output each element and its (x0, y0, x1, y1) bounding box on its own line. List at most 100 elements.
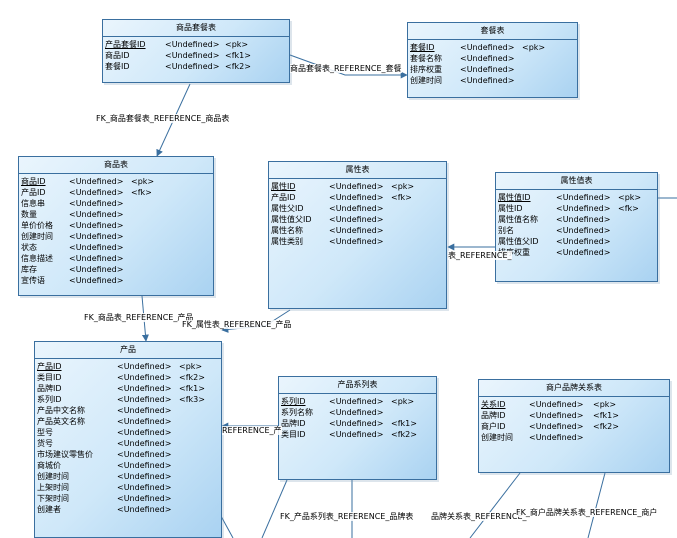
attribute-row[interactable]: 排序权重<Undefined> (498, 247, 657, 258)
attribute-name: 数量 (21, 210, 37, 219)
attribute-name: 产品ID (37, 362, 62, 371)
attribute-name: 产品ID (271, 193, 296, 202)
attribute-name: 货号 (37, 439, 53, 448)
attribute-row[interactable]: 系列名称<Undefined> (281, 407, 436, 418)
entity-title: 商户品牌关系表 (479, 380, 669, 397)
relationship-label[interactable]: FK_商品套餐表_REFERENCE_商品表 (96, 114, 230, 123)
relationship-label[interactable]: REFERENCE_产 (222, 426, 282, 435)
attribute-key (618, 214, 642, 225)
attribute-row[interactable]: 套餐名称<Undefined> (410, 53, 577, 64)
entity-goods[interactable]: 商品表 商品ID<Undefined><pk>产品ID<Undefined><f… (18, 156, 214, 296)
relationship-label[interactable]: FK_商户品牌关系表_REFERENCE_商户 (516, 508, 658, 517)
connector-series-down-left[interactable] (261, 479, 288, 538)
attribute-row[interactable]: 产品中文名称<Undefined> (37, 405, 221, 416)
entity-package[interactable]: 套餐表 套餐ID<Undefined><pk>套餐名称<Undefined>排序… (407, 22, 578, 98)
attribute-key: <pk> (225, 40, 249, 49)
attribute-row[interactable]: 品牌ID<Undefined><fk1> (37, 383, 221, 394)
attribute-key (618, 236, 642, 247)
attribute-row[interactable]: 系列ID<Undefined><pk> (281, 396, 436, 407)
entity-title: 属性表 (269, 162, 446, 179)
attribute-type: <Undefined> (329, 397, 384, 406)
attribute-name: 创建时间 (37, 472, 69, 481)
entity-attribute-value[interactable]: 属性值表 属性值ID<Undefined><pk>属性ID<Undefined>… (495, 172, 658, 282)
relationship-label[interactable]: FK_产品系列表_REFERENCE_品牌表 (280, 512, 414, 521)
attribute-key: <pk> (522, 43, 546, 52)
attribute-row[interactable]: 市场建议零售价<Undefined> (37, 449, 221, 460)
attribute-key: <pk> (593, 400, 617, 409)
attribute-row[interactable]: 库存<Undefined> (21, 264, 213, 275)
entity-product[interactable]: 产品 产品ID<Undefined><pk>类目ID<Undefined><fk… (34, 341, 222, 538)
attribute-type: <Undefined> (329, 215, 384, 224)
connector-merchant-down-left[interactable] (469, 472, 521, 538)
attribute-row[interactable]: 别名<Undefined> (498, 225, 657, 236)
attribute-name: 下架时间 (37, 494, 69, 503)
entity-attribute[interactable]: 属性表 属性ID<Undefined><pk>产品ID<Undefined><f… (268, 161, 447, 309)
attribute-row[interactable]: 创建时间 <Undefined> (37, 471, 221, 482)
attribute-row[interactable]: 商品ID<Undefined><pk> (21, 176, 213, 187)
attribute-row[interactable]: 单价价格<Undefined> (21, 220, 213, 231)
entity-title: 商品套餐表 (103, 20, 289, 37)
attribute-row[interactable]: 属性父ID<Undefined> (271, 203, 446, 214)
attribute-row[interactable]: 类目ID<Undefined><fk2> (37, 372, 221, 383)
attribute-row[interactable]: 属性ID<Undefined><fk> (498, 203, 657, 214)
attribute-row[interactable]: 商城价<Undefined> (37, 460, 221, 471)
relationship-label[interactable]: 表_REFERENCE_ (448, 251, 512, 260)
attribute-row[interactable]: 商户ID<Undefined><fk2> (481, 421, 669, 432)
relationship-label[interactable]: FK_属性表_REFERENCE_产品 (182, 320, 292, 329)
attribute-row[interactable]: 属性值ID<Undefined><pk> (498, 192, 657, 203)
attribute-type: <Undefined> (117, 472, 172, 481)
attribute-row[interactable]: 信息串<Undefined> (21, 198, 213, 209)
attribute-key (179, 504, 203, 515)
connector-merchant-down-right[interactable] (587, 472, 606, 538)
attribute-row[interactable]: 套餐ID<Undefined><fk2> (105, 61, 289, 72)
attribute-name: 信息描述 (21, 254, 53, 263)
attribute-row[interactable]: 系列ID<Undefined><fk3> (37, 394, 221, 405)
attribute-type: <Undefined> (165, 40, 220, 49)
entity-product-package[interactable]: 商品套餐表 产品套餐ID<Undefined><pk>商品ID<Undefine… (102, 19, 290, 83)
attribute-row[interactable]: 品牌ID<Undefined><fk1> (481, 410, 669, 421)
attribute-type: <Undefined> (165, 62, 220, 71)
attribute-key (179, 405, 203, 416)
attribute-row[interactable]: 宣传语<Undefined> (21, 275, 213, 286)
connector-package-to-package[interactable] (289, 54, 408, 79)
attribute-row[interactable]: 属性ID<Undefined><pk> (271, 181, 446, 192)
relationship-label[interactable]: 商品套餐表_REFERENCE_套餐 (290, 64, 402, 73)
attribute-row[interactable]: 属性值名称<Undefined> (498, 214, 657, 225)
attribute-row[interactable]: 属性值父ID<Undefined> (271, 214, 446, 225)
attribute-key: <fk1> (179, 384, 205, 393)
attribute-type: <Undefined> (460, 54, 515, 63)
attribute-row[interactable]: 货号<Undefined> (37, 438, 221, 449)
attribute-row[interactable]: 产品ID<Undefined><fk> (271, 192, 446, 203)
attribute-row[interactable]: 创建者<Undefined> (37, 504, 221, 515)
attribute-row[interactable]: 排序权重<Undefined> (410, 64, 577, 75)
attribute-row[interactable]: 属性名称<Undefined> (271, 225, 446, 236)
attribute-name: 属性值名称 (498, 215, 538, 224)
relationship-label[interactable]: FK_商品表_REFERENCE_产品 (84, 313, 194, 322)
relationship-label[interactable]: 品牌关系表_REFERENCE_ (431, 512, 527, 521)
attribute-row[interactable]: 创建时间<Undefined> (21, 231, 213, 242)
attribute-row[interactable]: 下架时间<Undefined> (37, 493, 221, 504)
attribute-row[interactable]: 属性值父ID<Undefined> (498, 236, 657, 247)
attribute-row[interactable]: 套餐ID<Undefined><pk> (410, 42, 577, 53)
attribute-row[interactable]: 创建时间<Undefined> (410, 75, 577, 86)
attribute-row[interactable]: 信息描述<Undefined> (21, 253, 213, 264)
attribute-row[interactable]: 品牌ID<Undefined><fk1> (281, 418, 436, 429)
entity-product-series[interactable]: 产品系列表 系列ID<Undefined><pk>系列名称<Undefined>… (278, 376, 437, 480)
attribute-row[interactable]: 状态<Undefined> (21, 242, 213, 253)
attribute-list: 产品套餐ID<Undefined><pk>商品ID<Undefined><fk1… (103, 37, 289, 72)
attribute-row[interactable]: 产品英文名称<Undefined> (37, 416, 221, 427)
attribute-row[interactable]: 产品ID<Undefined><fk> (21, 187, 213, 198)
attribute-type: <Undefined> (117, 362, 172, 371)
attribute-row[interactable]: 类目ID<Undefined><fk2> (281, 429, 436, 440)
attribute-row[interactable]: 型号<Undefined> (37, 427, 221, 438)
attribute-row[interactable]: 数量<Undefined> (21, 209, 213, 220)
attribute-row[interactable]: 商品ID<Undefined><fk1> (105, 50, 289, 61)
entity-merchant-brand[interactable]: 商户品牌关系表 关系ID<Undefined><pk>品牌ID<Undefine… (478, 379, 670, 473)
attribute-row[interactable]: 关系ID<Undefined><pk> (481, 399, 669, 410)
attribute-type: <Undefined> (460, 43, 515, 52)
attribute-row[interactable]: 产品ID<Undefined><pk> (37, 361, 221, 372)
attribute-row[interactable]: 属性类别<Undefined> (271, 236, 446, 247)
attribute-row[interactable]: 创建时间<Undefined> (481, 432, 669, 443)
attribute-row[interactable]: 产品套餐ID<Undefined><pk> (105, 39, 289, 50)
attribute-row[interactable]: 上架时间<Undefined> (37, 482, 221, 493)
